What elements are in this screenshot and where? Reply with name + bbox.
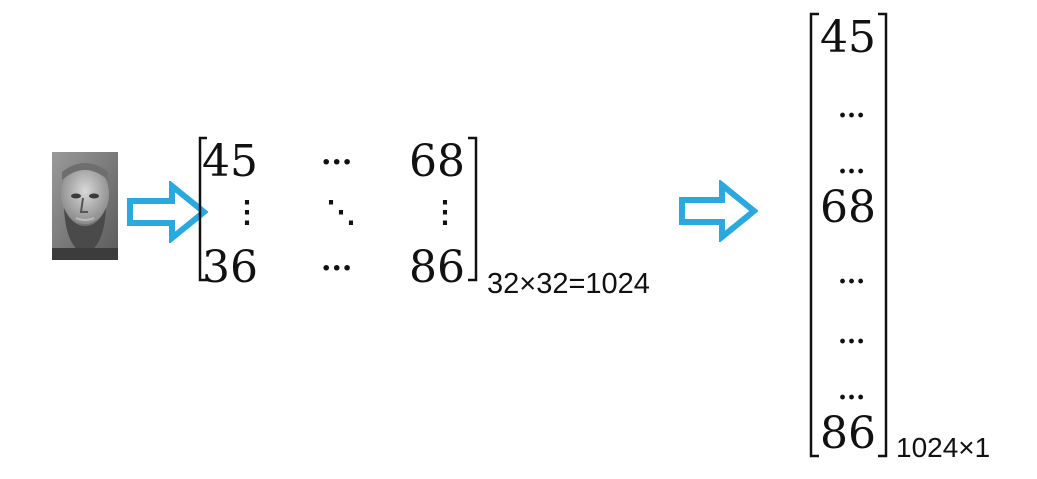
matrix-cell-top-right: 68 <box>409 136 465 187</box>
vector-right-bracket <box>878 12 888 458</box>
pixel-matrix: 45 ··· 68 ⋮ ⋱ ⋮ 36 ··· 86 <box>198 134 488 290</box>
matrix-cell-mid-mid: ⋱ <box>326 195 356 230</box>
matrix-right-bracket <box>468 136 478 282</box>
matrix-cell-mid-left: ⋮ <box>232 195 262 230</box>
matrix-cell-bottom-right: 86 <box>409 242 465 293</box>
vector-entry: ... <box>838 150 866 180</box>
face-photo <box>52 152 118 260</box>
vector-left-bracket <box>809 12 819 458</box>
matrix-size-label: 32×32=1024 <box>487 268 650 300</box>
vector-entry: ... <box>838 260 866 290</box>
flattened-vector: 45 ... ... 68 ... ... ... 86 <box>808 10 898 462</box>
vector-entry: ... <box>838 376 866 406</box>
matrix-cell-bottom-mid: ··· <box>321 251 353 286</box>
matrix-cell-bottom-left: 36 <box>202 242 258 293</box>
hollow-right-arrow-icon <box>678 178 759 244</box>
vector-entry: ... <box>838 94 866 124</box>
vector-entry: 86 <box>820 408 876 459</box>
vector-entry: ... <box>838 320 866 350</box>
vector-entry: 68 <box>820 182 876 233</box>
hollow-right-arrow-icon <box>126 179 209 245</box>
vector-size-label: 1024×1 <box>896 432 991 463</box>
matrix-cell-mid-right: ⋮ <box>430 195 460 230</box>
matrix-cell-top-left: 45 <box>202 136 258 187</box>
matrix-cell-top-mid: ··· <box>321 145 353 180</box>
vector-entry: 45 <box>820 12 876 63</box>
matrix-left-bracket <box>198 136 207 282</box>
